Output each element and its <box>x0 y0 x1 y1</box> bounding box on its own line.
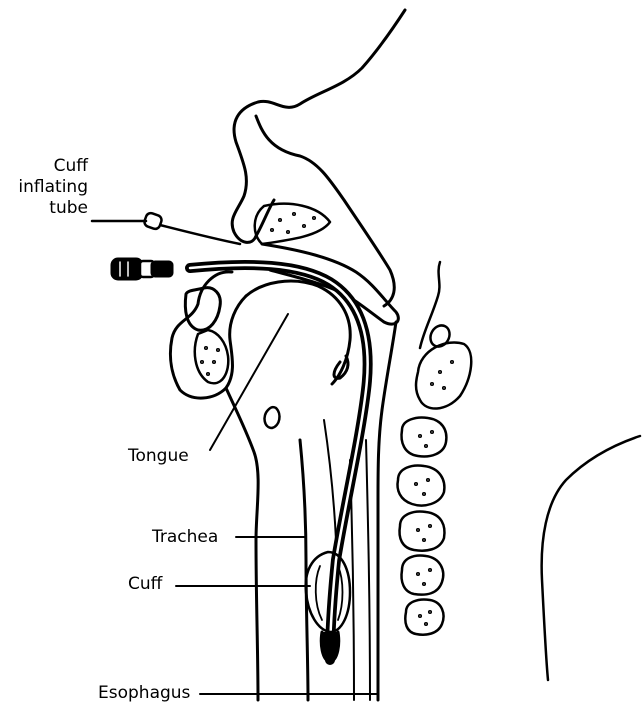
back-of-neck <box>542 436 640 680</box>
pharynx-wall <box>378 322 396 700</box>
hyoid <box>265 407 280 428</box>
lower-teeth <box>185 288 220 331</box>
mandible-bone <box>195 330 228 383</box>
trachea-inner-line <box>324 420 336 540</box>
mandible-texture <box>201 347 220 376</box>
endotracheal-tube <box>190 265 368 660</box>
tube-tip <box>321 632 338 662</box>
tube-connector <box>112 259 172 279</box>
cuff-inflating-tube-line <box>148 222 240 244</box>
cervical-vertebrae <box>398 322 472 635</box>
esophagus-back <box>366 440 370 700</box>
lower-lip-chin <box>170 272 246 398</box>
neck-front <box>226 388 258 700</box>
trachea-front-wall <box>300 440 308 700</box>
tube-inner-line <box>190 265 368 660</box>
palate-bone <box>255 204 330 244</box>
palate-bone-texture <box>271 213 316 234</box>
face-profile <box>232 10 405 242</box>
leader-tongue <box>210 314 288 450</box>
epiglottis <box>334 356 348 378</box>
